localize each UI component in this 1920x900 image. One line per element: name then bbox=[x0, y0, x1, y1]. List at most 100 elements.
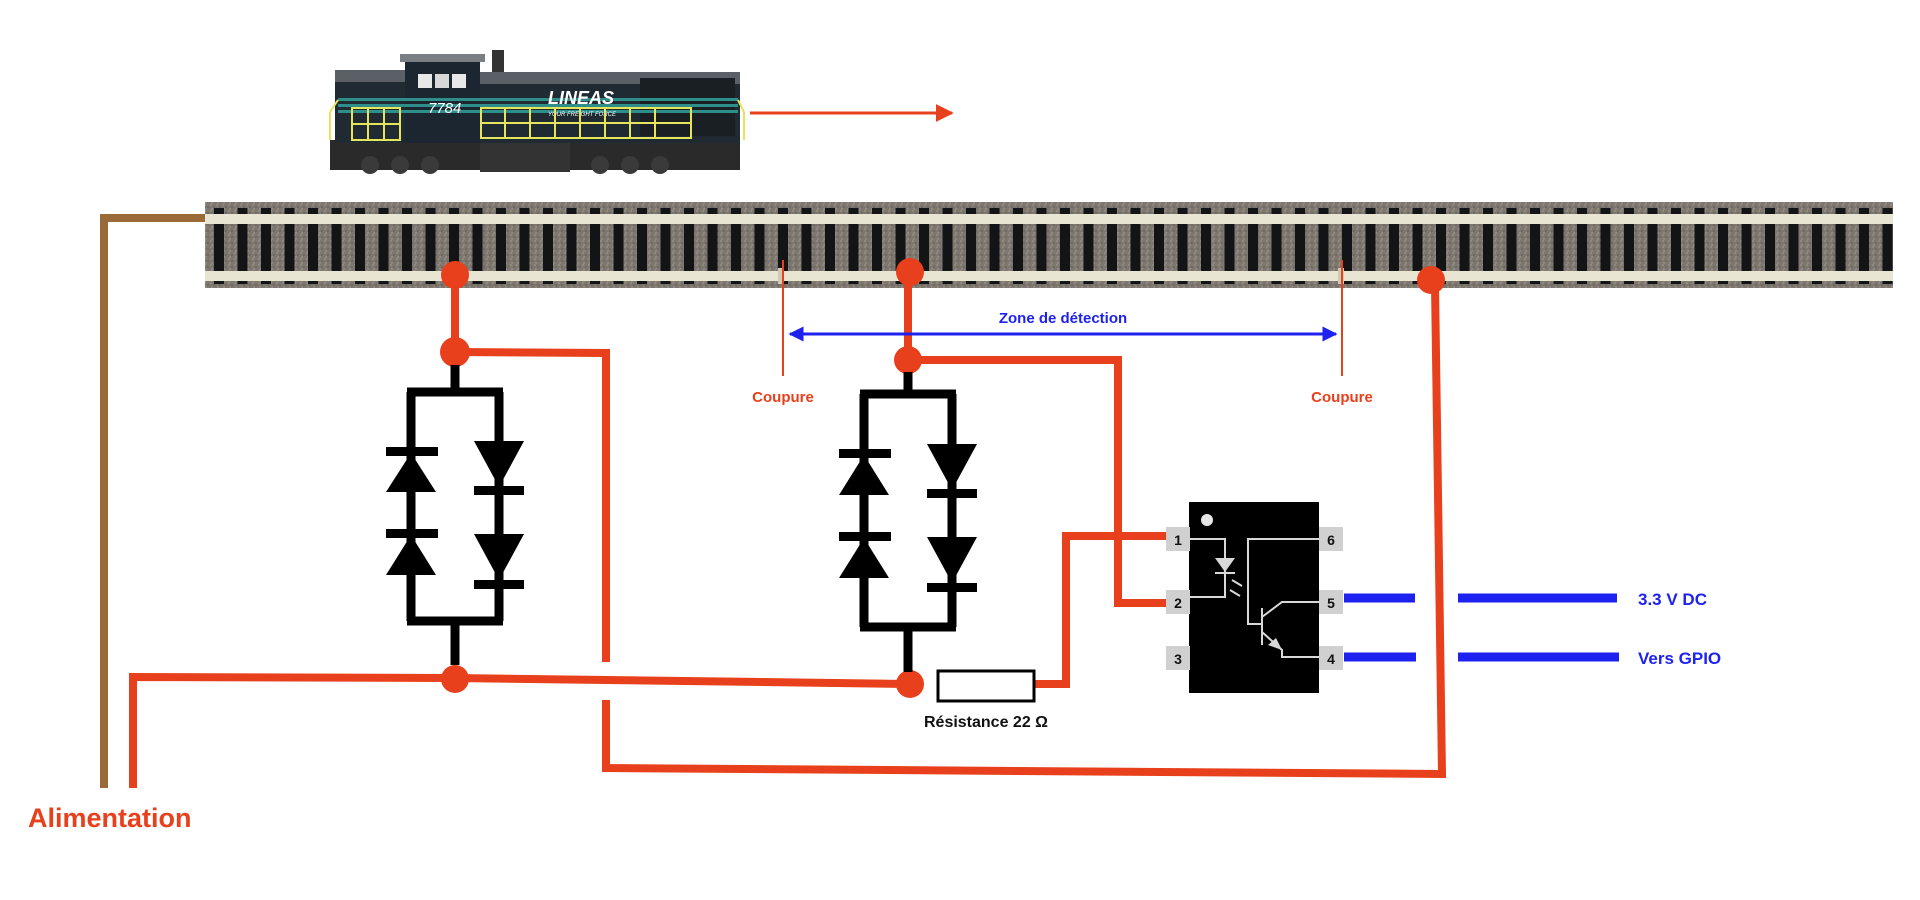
loco-tank bbox=[480, 138, 570, 172]
wire-brown-rail-top bbox=[100, 214, 205, 788]
track-sleeper bbox=[637, 208, 647, 284]
track-sleeper bbox=[895, 208, 906, 284]
loco-window bbox=[418, 74, 432, 88]
track-sleeper bbox=[1765, 208, 1775, 284]
pin-5 bbox=[1319, 590, 1343, 614]
loco-railing bbox=[329, 99, 745, 141]
junction-rail-1 bbox=[441, 261, 469, 289]
junction-rail-3 bbox=[1417, 266, 1445, 294]
track-sleeper bbox=[566, 208, 577, 284]
track-sleeper bbox=[942, 208, 953, 284]
diode-icon bbox=[927, 537, 977, 583]
track-sleeper bbox=[919, 208, 929, 284]
track-sleeper bbox=[989, 208, 1000, 284]
red-wires bbox=[129, 272, 1447, 788]
track-sleeper bbox=[1835, 208, 1846, 284]
diode-icon bbox=[839, 455, 889, 495]
loco-roof-front bbox=[335, 70, 405, 82]
track-sleeper bbox=[543, 208, 553, 284]
track-sleeper bbox=[825, 208, 835, 284]
pin-1 bbox=[1166, 527, 1190, 551]
track-sleeper bbox=[1882, 208, 1893, 284]
track-sleeper bbox=[1083, 208, 1094, 284]
track-sleeper bbox=[214, 208, 224, 284]
track-sleeper bbox=[1647, 208, 1658, 284]
track-sleeper bbox=[1177, 208, 1188, 284]
track-sleeper bbox=[1718, 208, 1728, 284]
track-sleeper bbox=[1248, 208, 1258, 284]
track-sleeper bbox=[1671, 208, 1681, 284]
loco-window bbox=[435, 74, 449, 88]
loco-wheel bbox=[651, 156, 669, 174]
track-sleeper bbox=[707, 208, 718, 284]
phototransistor-emitter-arrow-icon bbox=[1268, 638, 1282, 650]
led-icon bbox=[1215, 558, 1235, 572]
track-sleeper bbox=[590, 208, 600, 284]
loco-wheel bbox=[621, 156, 639, 174]
track-sleeper bbox=[613, 208, 624, 284]
track-sleeper bbox=[1741, 208, 1752, 284]
loco-stripe bbox=[338, 98, 738, 101]
wire-return-right bbox=[602, 284, 1447, 779]
wire-supply-bus bbox=[129, 672, 911, 788]
wire-bridge1-loop bbox=[454, 348, 610, 662]
loco-wheel bbox=[591, 156, 609, 174]
track-sleeper bbox=[519, 208, 530, 284]
track-sleeper bbox=[449, 208, 459, 284]
diode-bridge-1 bbox=[386, 365, 524, 665]
track-sleeper bbox=[1530, 208, 1540, 284]
track-sleeper bbox=[801, 208, 812, 284]
track-sleeper bbox=[1506, 208, 1517, 284]
track-sleeper bbox=[496, 208, 506, 284]
track-sleeper bbox=[1436, 208, 1446, 284]
vcc-label: 3.3 V DC bbox=[1638, 590, 1707, 609]
loco-cab-roof bbox=[400, 54, 485, 62]
diode-icon bbox=[474, 441, 524, 487]
track-sleeper bbox=[308, 208, 318, 284]
track-sleeper bbox=[1389, 208, 1399, 284]
wire-bridge2-to-pin2 bbox=[908, 356, 1170, 607]
track-sleeper bbox=[684, 208, 694, 284]
diode-bridge-2 bbox=[839, 372, 977, 672]
track-sleeper bbox=[425, 208, 436, 284]
diode-icon bbox=[386, 535, 436, 575]
track-sleeper bbox=[848, 208, 859, 284]
loco-brand: LINEAS bbox=[548, 88, 614, 108]
cut-label-right: Coupure bbox=[1311, 389, 1373, 406]
pin-3-label: 3 bbox=[1174, 651, 1182, 667]
locomotive: 7784 LINEAS YOUR FREIGHT FORCE bbox=[329, 50, 745, 174]
track-sleeper bbox=[331, 208, 342, 284]
track-sleeper bbox=[1107, 208, 1117, 284]
track-sleeper bbox=[1812, 208, 1822, 284]
resistor bbox=[936, 669, 1036, 703]
track-sleeper bbox=[1271, 208, 1282, 284]
rail-top bbox=[205, 214, 1893, 224]
track-sleeper bbox=[1036, 208, 1047, 284]
track-sleeper bbox=[1154, 208, 1164, 284]
track-sleeper bbox=[1600, 208, 1611, 284]
track-sleeper bbox=[1201, 208, 1211, 284]
track-sleeper bbox=[1459, 208, 1470, 284]
wire-resistor-to-pin1 bbox=[1034, 532, 1170, 688]
track bbox=[205, 202, 1893, 288]
track-sleeper bbox=[754, 208, 765, 284]
track-sleeper bbox=[261, 208, 271, 284]
pin-2 bbox=[1166, 590, 1190, 614]
pin-4-label: 4 bbox=[1327, 651, 1335, 667]
blue-signal-lines bbox=[1344, 593, 1619, 662]
track-sleeper bbox=[1342, 208, 1352, 284]
pin-6 bbox=[1319, 527, 1343, 551]
junction-bridge2-bottom bbox=[896, 670, 924, 698]
track-sleeper bbox=[1483, 208, 1493, 284]
track-sleeper bbox=[1553, 208, 1564, 284]
track-sleeper bbox=[1365, 208, 1376, 284]
loco-stripe bbox=[338, 110, 738, 113]
junction-dots bbox=[440, 258, 1445, 698]
cut-label-left: Coupure bbox=[752, 389, 814, 406]
pin-2-label: 2 bbox=[1174, 595, 1182, 611]
track-sleeper bbox=[778, 208, 788, 284]
junction-bridge1-top bbox=[440, 337, 470, 367]
diode-icon bbox=[839, 538, 889, 578]
track-sleeper bbox=[1694, 208, 1705, 284]
